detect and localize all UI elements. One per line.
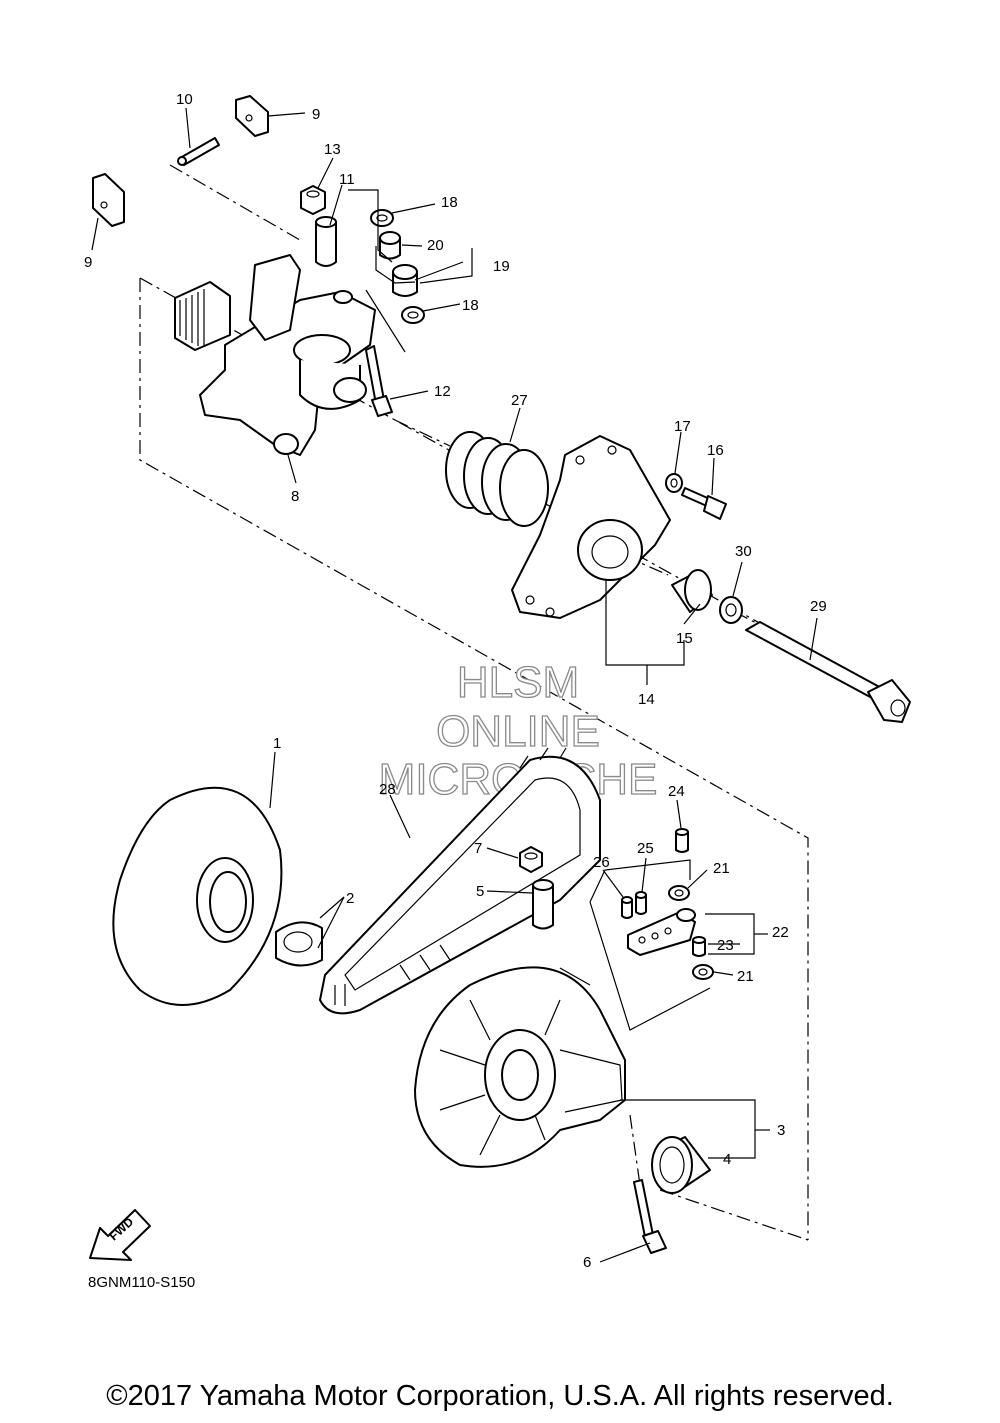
part-9-weight-lower xyxy=(92,173,125,227)
callout-23: 23 xyxy=(717,937,734,954)
part-15-bushing xyxy=(671,569,713,613)
callout-26: 26 xyxy=(593,854,610,871)
callout-21-lower: 21 xyxy=(737,968,754,985)
part-23-pin xyxy=(692,936,706,957)
part-6-bolt xyxy=(633,1179,667,1254)
part-30-washer xyxy=(719,596,743,624)
callout-labels: 10 9 9 13 11 18 20 19 18 12 27 17 16 8 3… xyxy=(84,91,827,1271)
callout-8: 8 xyxy=(291,488,299,505)
callout-11: 11 xyxy=(339,171,355,188)
part-3-fixed-sheave xyxy=(414,966,626,1168)
callout-9-upper: 9 xyxy=(312,106,320,123)
watermark-line-1: HLSM xyxy=(457,658,579,707)
fwd-arrow-icon: FWD xyxy=(89,1209,151,1261)
leader-lines xyxy=(91,107,818,1263)
part-27-spring xyxy=(445,431,549,527)
callout-15: 15 xyxy=(676,630,693,647)
callout-5: 5 xyxy=(476,883,484,900)
part-10-pin xyxy=(177,137,220,166)
callout-25: 25 xyxy=(637,840,654,857)
part-20-bushing xyxy=(379,231,401,260)
callout-6: 6 xyxy=(583,1254,591,1271)
callout-27: 27 xyxy=(511,392,528,409)
part-2-slider xyxy=(275,921,323,967)
callout-30: 30 xyxy=(735,543,752,560)
part-12-bolt xyxy=(365,345,393,417)
part-13-nut xyxy=(300,185,326,215)
callout-7: 7 xyxy=(474,840,482,857)
callout-18-lower: 18 xyxy=(462,297,479,314)
part-4-bushing xyxy=(651,1136,711,1194)
callout-20: 20 xyxy=(427,237,444,254)
part-8-spider-hub xyxy=(174,254,376,456)
callout-2: 2 xyxy=(346,890,354,907)
part-17-washer xyxy=(665,473,683,493)
callout-28: 28 xyxy=(379,781,396,798)
callout-10: 10 xyxy=(176,91,193,108)
part-16-bolt xyxy=(681,487,727,520)
callout-17: 17 xyxy=(674,418,691,435)
watermark-line-2: ONLINE xyxy=(436,707,600,756)
part-19-roller xyxy=(392,264,418,297)
callout-12: 12 xyxy=(434,383,451,400)
callout-14: 14 xyxy=(638,691,655,708)
copyright-notice: ©2017 Yamaha Motor Corporation, U.S.A. A… xyxy=(106,1380,894,1412)
callout-16: 16 xyxy=(707,442,724,459)
part-28-drive-belt xyxy=(319,747,601,1015)
diagram-code: 8GNM110-S150 xyxy=(88,1274,195,1291)
part-11-sleeve xyxy=(315,216,337,267)
part-5-sleeve xyxy=(532,879,554,930)
part-25-pin xyxy=(635,891,647,915)
part-14-cover xyxy=(511,435,671,619)
part-24-pin xyxy=(675,828,689,853)
callout-29: 29 xyxy=(810,598,827,615)
callout-21-upper: 21 xyxy=(713,860,730,877)
callout-18-upper: 18 xyxy=(441,194,458,211)
part-18-washer-lower xyxy=(401,306,425,324)
callout-3: 3 xyxy=(777,1122,785,1139)
callout-1: 1 xyxy=(273,735,281,752)
callout-13: 13 xyxy=(324,141,341,158)
part-7-nut xyxy=(519,846,543,873)
part-29-long-bolt xyxy=(745,621,911,723)
part-26-pin xyxy=(621,896,633,919)
part-9-weight-upper xyxy=(235,95,269,137)
callout-22: 22 xyxy=(772,924,789,941)
part-18-washer-upper xyxy=(370,209,394,227)
callout-9-lower: 9 xyxy=(84,254,92,271)
part-21-washer-lower xyxy=(692,964,714,980)
callout-4: 4 xyxy=(723,1151,731,1168)
callout-24: 24 xyxy=(668,783,685,800)
callout-19: 19 xyxy=(493,258,510,275)
part-1-movable-sheave xyxy=(112,786,283,1006)
part-22-arm xyxy=(627,908,696,956)
part-21-washer-upper xyxy=(668,885,690,901)
